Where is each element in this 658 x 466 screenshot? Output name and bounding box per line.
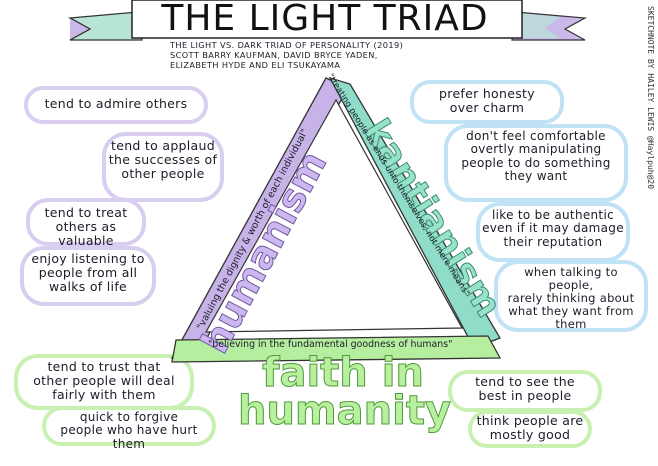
source-line-1: THE LIGHT VS. DARK TRIAD OF PERSONALITY … xyxy=(170,40,404,50)
note-quick-to-forgive: quick to forgive people who have hurt th… xyxy=(60,410,198,451)
faith-side xyxy=(171,335,502,363)
note-trust-others: tend to trust that other people will dea… xyxy=(33,359,175,402)
faith-quote: "believing in the fundamental goodness o… xyxy=(208,339,453,350)
kantianism-side xyxy=(328,76,501,349)
humanism-note-clouds xyxy=(20,86,224,306)
note-enjoy-listening: enjoy listening to people from all walks… xyxy=(31,251,145,294)
title-banner xyxy=(67,0,588,41)
source-line-3: ELIZABETH HYDE AND ELI TSUKAYAMA xyxy=(170,60,341,70)
faith-in-humanity-label: faith in humanity xyxy=(238,350,452,434)
note-not-thinking-what-they-want: when talking to people, rarely thinking … xyxy=(507,265,635,331)
triangle-inner xyxy=(204,98,464,333)
sketchnote-credit: SKETCHNOTE BY HAILEY LEWIS @Haylpuh@20 xyxy=(646,6,655,190)
note-see-best-in-people: tend to see the best in people xyxy=(475,374,575,403)
source-line-2: SCOTT BARRY KAUFMAN, DAVID BRYCE YADEN, xyxy=(170,50,378,60)
note-treat-as-valuable: tend to treat others as valuable xyxy=(44,205,128,248)
page-title: THE LIGHT TRIAD xyxy=(161,0,489,39)
note-not-manipulating: don't feel comfortable overtly manipulat… xyxy=(461,129,611,184)
note-be-authentic: like to be authentic even if it may dama… xyxy=(482,208,624,249)
note-honesty-over-charm: prefer honesty over charm xyxy=(439,86,535,115)
note-applaud-successes: tend to applaud the successes of other p… xyxy=(108,138,218,181)
kantianism-note-clouds xyxy=(410,80,648,332)
triad-triangle xyxy=(170,76,502,363)
note-admire-others: tend to admire others xyxy=(44,96,188,111)
faith-note-clouds xyxy=(14,354,602,448)
note-people-mostly-good: think people are mostly good xyxy=(476,413,584,442)
